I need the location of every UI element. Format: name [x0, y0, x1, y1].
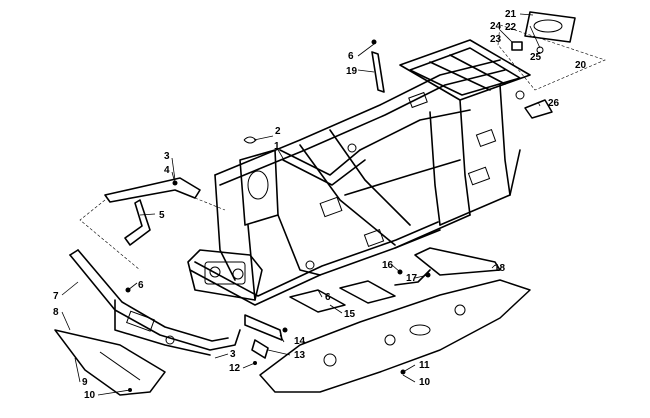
callout-2: 2 [275, 126, 281, 137]
callout-10: 10 [419, 377, 431, 388]
callout-8: 8 [53, 307, 59, 318]
callout-6: 6 [138, 280, 144, 291]
callout-23: 23 [490, 34, 502, 45]
callout-20: 20 [575, 60, 587, 71]
callout-6: 6 [325, 292, 331, 303]
front-skid-plate [54, 329, 166, 396]
callout-11: 11 [419, 360, 430, 371]
callout-22: 22 [505, 22, 517, 33]
taillight-assembly [497, 11, 606, 91]
callout-18: 18 [494, 263, 506, 274]
front-mount-bracket [79, 177, 226, 271]
callout-15: 15 [344, 309, 356, 320]
leader-lines [61, 13, 541, 396]
callout-6: 6 [348, 51, 354, 62]
callout-24: 24 [490, 21, 502, 32]
main-frame [187, 39, 531, 306]
callout-3: 3 [164, 151, 170, 162]
part-callouts: 1 2 3 4 5 6 6 19 7 8 9 10 3 12 14 13 15 … [53, 9, 587, 401]
callout-12: 12 [229, 363, 241, 374]
callout-10: 10 [84, 390, 96, 401]
callout-19: 19 [346, 66, 358, 77]
callout-1: 1 [274, 141, 280, 152]
callout-16: 16 [382, 260, 394, 271]
upright-bracket [371, 39, 385, 93]
callout-13: 13 [294, 350, 306, 361]
callout-17: 17 [406, 273, 418, 284]
clip-part [243, 136, 257, 144]
lower-bracket [244, 314, 288, 365]
callout-14: 14 [294, 336, 306, 347]
callout-26: 26 [548, 98, 560, 109]
callout-5: 5 [159, 210, 165, 221]
callout-21: 21 [505, 9, 517, 20]
callout-4: 4 [164, 165, 170, 176]
callout-3: 3 [230, 349, 236, 360]
main-skid-plate [259, 279, 531, 393]
callout-25: 25 [530, 52, 542, 63]
callout-9: 9 [82, 377, 88, 388]
callout-7: 7 [53, 291, 59, 302]
frame-pads [289, 280, 396, 313]
